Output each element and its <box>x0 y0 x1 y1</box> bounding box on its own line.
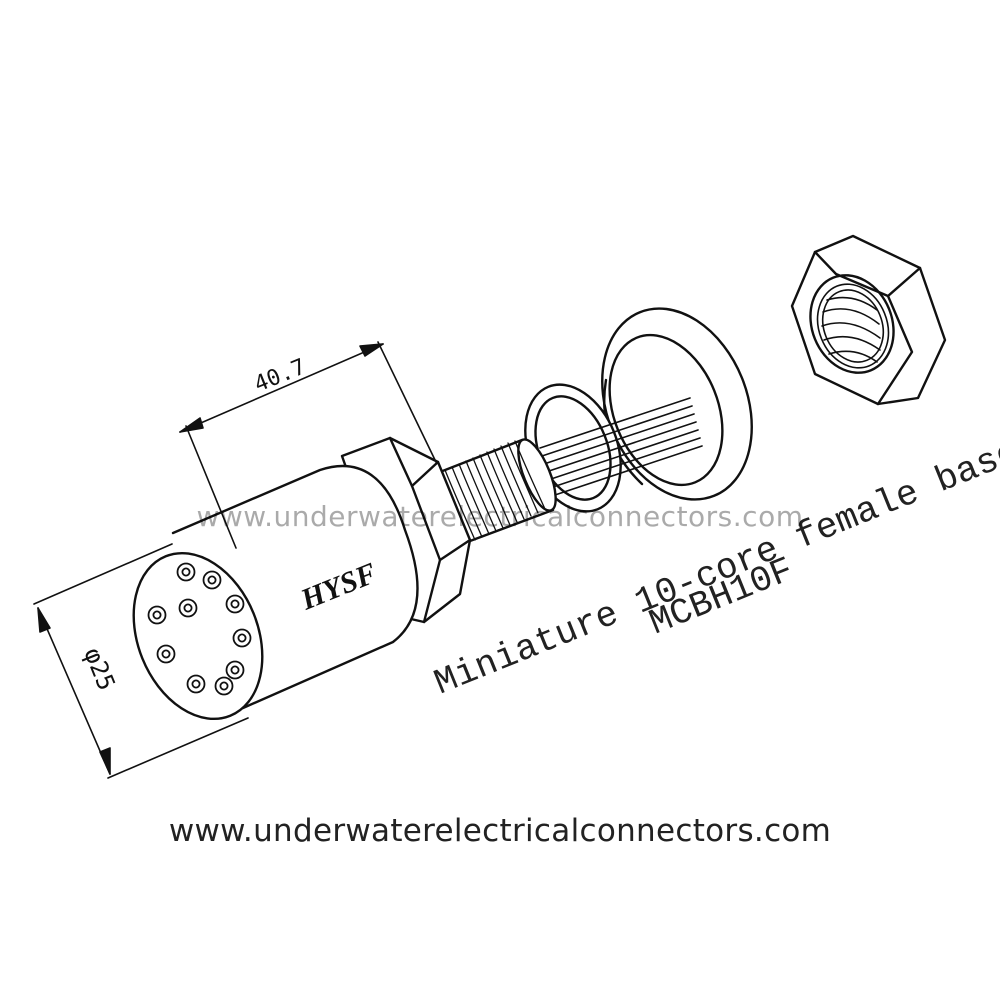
length-dimension <box>179 341 437 549</box>
threaded-shaft <box>438 438 557 543</box>
diameter-dimension-label: φ25 <box>78 644 120 695</box>
wire-bundle <box>539 397 703 497</box>
watermark-url: www.underwaterelectricalconnectors.com <box>196 500 804 533</box>
hex-nut <box>790 234 947 406</box>
diameter-dimension <box>33 543 249 779</box>
footer-url: www.underwaterelectricalconnectors.com <box>168 813 832 849</box>
socket-holes <box>147 562 252 696</box>
flat-washer <box>601 307 753 501</box>
length-dimension-label: 40.7 <box>251 355 309 398</box>
